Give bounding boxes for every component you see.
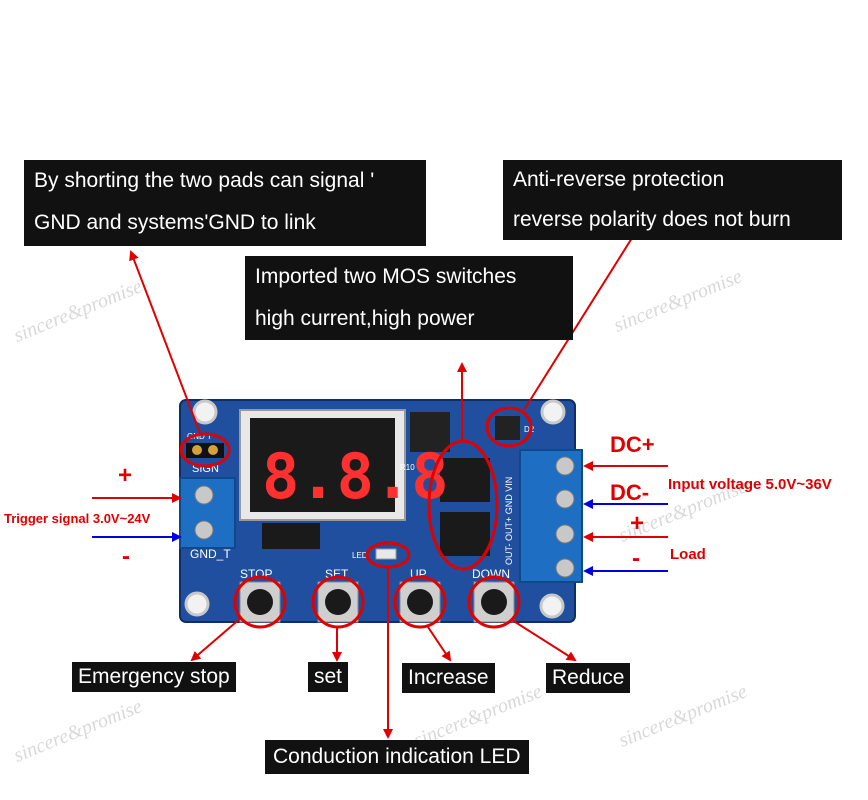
led	[375, 548, 397, 560]
mounting-hole	[192, 399, 218, 425]
highlight-up	[393, 575, 447, 629]
reduce-label: Reduce	[546, 663, 631, 693]
mounting-hole	[184, 591, 210, 617]
input-voltage-label: Input voltage 5.0V~36V	[668, 476, 832, 493]
arrow-reduce	[511, 619, 577, 662]
callout-anti-reverse-line2: reverse polarity does not burn	[513, 208, 791, 231]
callout-gnd-link-line1: By shorting the two pads can signal '	[34, 169, 375, 192]
increase-label: Increase	[402, 663, 495, 693]
dc-plus-label: DC+	[610, 432, 655, 457]
callout-anti-reverse-line1: Anti-reverse protection	[513, 168, 725, 191]
callout-mos-line2: high current,high power	[255, 307, 475, 330]
dc-minus-label: DC-	[610, 480, 650, 505]
mounting-hole	[540, 399, 566, 425]
callout-gnd-link: By shorting the two pads can signal ' GN…	[24, 160, 426, 246]
arrow-emergency	[190, 616, 243, 662]
ic-chip	[410, 412, 450, 452]
callout-gnd-link-line2: GND and systems'GND to link	[34, 211, 316, 234]
mos-switch	[440, 458, 490, 502]
highlight-gnd-pads	[179, 432, 231, 468]
gnd-pads	[186, 443, 224, 458]
load-label: Load	[670, 546, 706, 563]
stop-button	[239, 581, 281, 623]
led-label: LED	[352, 551, 368, 560]
r10-label: R10	[400, 463, 415, 472]
gnd-t-label: GND_T	[190, 547, 231, 561]
up-button	[399, 581, 441, 623]
callout-anti-reverse: Anti-reverse protection reverse polarity…	[503, 160, 842, 240]
trigger-plus-sign: +	[118, 462, 133, 489]
gnd-pad-label: GND T	[187, 432, 212, 441]
callout-mos: Imported two MOS switches high current,h…	[245, 256, 573, 340]
mos-switch	[440, 512, 490, 556]
highlight-diode	[485, 406, 533, 448]
trigger-signal-label: Trigger signal 3.0V~24V	[4, 511, 151, 526]
set-button	[317, 581, 359, 623]
load-plus-sign: +	[630, 510, 645, 537]
emergency-stop-label: Emergency stop	[72, 662, 236, 692]
arrow-gnd-link	[129, 250, 201, 434]
highlight-down	[467, 575, 521, 629]
load-minus-sign: -	[632, 545, 640, 572]
mounting-hole	[539, 593, 565, 619]
down-button	[473, 581, 515, 623]
arrow-increase	[427, 626, 452, 662]
arrow-anti-reverse	[523, 220, 644, 411]
diode	[495, 416, 520, 440]
display-digits: 8.8.8	[262, 440, 449, 513]
highlight-stop	[233, 575, 287, 629]
trigger-minus-sign: -	[122, 543, 130, 570]
callout-mos-line1: Imported two MOS switches	[255, 265, 517, 288]
ic-chip	[262, 523, 320, 549]
led-indicator-label: Conduction indication LED	[265, 740, 529, 774]
terminal-label: OUT- OUT+ GND VIN	[504, 477, 514, 565]
set-button-label: set	[308, 662, 349, 692]
